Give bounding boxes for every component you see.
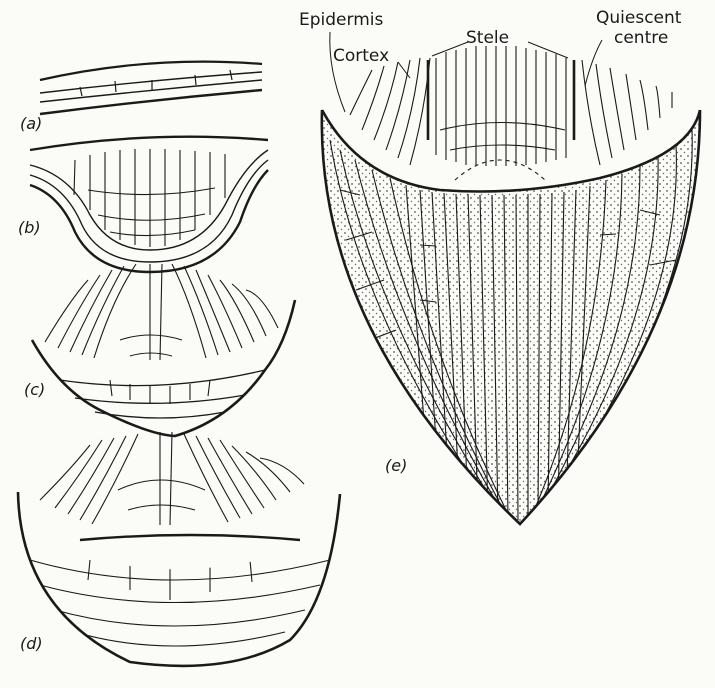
label-stele: Stele bbox=[466, 30, 509, 47]
panel-e-drawing bbox=[322, 46, 700, 524]
panel-e-cortex-files bbox=[350, 58, 672, 165]
panel-label-b: (b) bbox=[18, 220, 41, 236]
epidermis-leader bbox=[330, 32, 345, 112]
label-quiescent: Quiescent bbox=[596, 10, 681, 27]
panel-c-drawing bbox=[32, 264, 295, 436]
label-centre: centre bbox=[614, 30, 668, 47]
panel-b-drawing bbox=[30, 137, 268, 272]
panel-a-drawing bbox=[40, 62, 262, 114]
panel-label-e: (e) bbox=[385, 458, 407, 474]
quiescent-leader bbox=[585, 40, 602, 86]
stele-leader-left bbox=[432, 42, 468, 56]
panel-label-d: (d) bbox=[20, 636, 43, 652]
panel-label-a: (a) bbox=[20, 116, 42, 132]
panel-label-c: (c) bbox=[24, 382, 45, 398]
label-epidermis: Epidermis bbox=[299, 12, 383, 29]
panel-d-drawing bbox=[18, 432, 340, 666]
label-cortex: Cortex bbox=[333, 48, 389, 65]
stele-leader-right bbox=[528, 42, 568, 58]
panel-e-stele-files bbox=[428, 46, 574, 180]
